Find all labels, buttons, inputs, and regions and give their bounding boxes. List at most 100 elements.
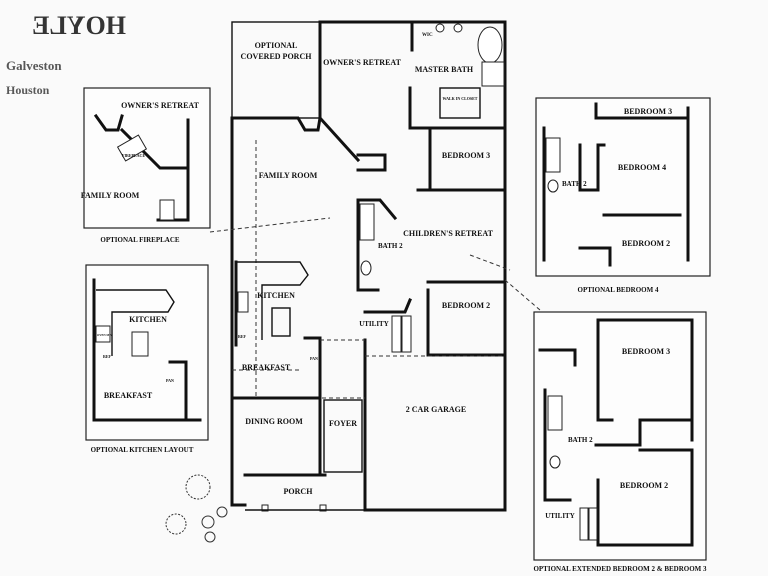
foyer-tile	[323, 399, 363, 473]
label-bedroom2: BEDROOM 2	[442, 301, 490, 310]
inset-kitchen-pan: PAN	[166, 378, 174, 383]
inset-ext-bedroom2: BEDROOM 2	[620, 481, 668, 490]
sink-2	[453, 23, 463, 33]
inset-ext-utility: UTILITY	[545, 512, 575, 520]
inset-fireplace-box	[116, 134, 148, 162]
plan-name: HOYLE	[32, 11, 126, 40]
inset-fireplace-owners: OWNER'S RETREAT	[121, 101, 200, 110]
wall-children	[356, 198, 398, 221]
inset-kitchen-pantry	[168, 360, 188, 422]
inset-kitchen-label: KITCHEN	[129, 315, 167, 324]
main-plan: OPTIONAL COVERED PORCH OWNER'S RETREAT M…	[230, 20, 507, 512]
inset-fireplace-bath	[159, 199, 175, 221]
label-garage: 2 CAR GARAGE	[406, 405, 466, 414]
shrub-2	[165, 513, 187, 535]
wall-utility	[363, 298, 412, 314]
plan-subtitle: Galveston	[6, 58, 62, 73]
label-porch: PORCH	[284, 487, 314, 496]
inset-optional-bedroom4: BEDROOM 3 BEDROOM 4 BATH 2 BEDROOM 2 OPT…	[535, 97, 711, 294]
inset-optional-kitchen: KITCHEN BREAKFAST OVEN MW REF PAN OPTION…	[85, 264, 209, 454]
label-owners-retreat: OWNER'S RETREAT	[323, 58, 402, 67]
inset-bed4-frame	[535, 97, 711, 277]
wall-owners-retreat	[317, 115, 361, 163]
shrub-5	[216, 506, 228, 518]
label-breakfast: BREAKFAST	[242, 363, 291, 372]
inset-kitchen-counter	[96, 289, 175, 356]
wall-bath2	[356, 198, 380, 292]
landscape-shrubs	[165, 474, 228, 543]
porch-column-2	[319, 504, 327, 512]
inset-fireplace-caption: OPTIONAL FIREPLACE	[100, 236, 179, 244]
shrub-3	[201, 515, 215, 529]
inset-bed4-caption: OPTIONAL BEDROOM 4	[578, 286, 659, 294]
shrub-1	[185, 474, 211, 500]
label-kitchen: KITCHEN	[257, 291, 295, 300]
inset-ext-wall-4	[543, 388, 572, 502]
inset-ext-frame	[533, 311, 707, 561]
inset-bed4-toilet	[547, 179, 559, 193]
callout-fireplace	[209, 217, 331, 233]
master-tub	[477, 26, 503, 64]
inset-ext-tub	[547, 395, 563, 431]
inset-ext-bath2: BATH 2	[568, 436, 593, 444]
label-ref: REF	[238, 334, 247, 339]
wall-master-bath	[408, 86, 507, 130]
plan-title: HOYLE Galveston Houston	[6, 11, 126, 97]
bath2-tub	[359, 203, 375, 241]
master-closet	[439, 87, 481, 119]
inset-ext-wall-2	[538, 348, 577, 367]
label-pan: PAN	[310, 356, 318, 361]
bath2-toilet	[360, 260, 372, 276]
inset-bed4-tub	[545, 137, 561, 173]
inset-ext-wall-6	[638, 448, 694, 547]
kitchen-counter	[236, 261, 309, 340]
inset-ext-wall-7	[596, 478, 694, 547]
inset-optional-extended: BEDROOM 3 BATH 2 BEDROOM 2 UTILITY OPTIO…	[533, 311, 707, 573]
label-utility: UTILITY	[359, 320, 389, 328]
label-foyer: FOYER	[329, 419, 357, 428]
label-master-bath: MASTER BATH	[415, 65, 474, 74]
callout-extended	[504, 279, 541, 311]
wall-fireplace	[356, 153, 387, 172]
inset-kitchen-breakfast: BREAKFAST	[104, 391, 153, 400]
label-walk-in-closet: WALK IN CLOSET	[443, 96, 478, 101]
label-dining-room: DINING ROOM	[245, 417, 303, 426]
inset-ext-toilet	[549, 455, 561, 469]
shrub-4	[204, 531, 216, 543]
inset-bed4-bedroom4: BEDROOM 4	[618, 163, 666, 172]
inset-fireplace-family: FAMILY ROOM	[81, 191, 140, 200]
master-shower	[481, 61, 505, 87]
inset-ext-wall-3	[596, 318, 614, 422]
callout-bedroom4	[469, 254, 511, 271]
utility-washer	[391, 315, 402, 353]
label-family-room: FAMILY ROOM	[259, 171, 318, 180]
wall-bed3-top	[416, 126, 432, 192]
inset-kitchen-ref: REF	[103, 354, 112, 359]
inset-optional-fireplace: OWNER'S RETREAT FIREPLACE FAMILY ROOM OP…	[81, 87, 211, 244]
wall-bed2-left	[426, 288, 507, 357]
inset-ext-wall-1	[596, 318, 694, 442]
plan-sub2: Houston	[6, 83, 50, 97]
stove	[237, 291, 249, 313]
inset-kitchen-oven-label: OVEN MW	[97, 333, 112, 337]
inset-kitchen-caption: OPTIONAL KITCHEN LAYOUT	[91, 446, 194, 454]
inset-ext-dryer	[588, 507, 598, 541]
inset-kitchen-oven	[95, 325, 111, 343]
inset-bed4-wall-1	[594, 102, 690, 120]
label-wic: WIC	[422, 33, 433, 38]
inset-kitchen-island	[131, 331, 149, 357]
inset-ext-bedroom3: BEDROOM 3	[622, 347, 670, 356]
inset-ext-washer	[579, 507, 589, 541]
sink-1	[435, 23, 445, 33]
inset-ext-wall-5	[594, 418, 694, 447]
inset-bed4-bedroom3: BEDROOM 3	[624, 107, 672, 116]
inset-ext-caption: OPTIONAL EXTENDED BEDROOM 2 & BEDROOM 3	[533, 565, 707, 573]
label-optional-covered-porch: OPTIONAL	[255, 41, 298, 50]
kitchen-island	[271, 307, 291, 337]
inset-fireplace-label: FIREPLACE	[122, 153, 145, 158]
utility-dryer	[401, 315, 412, 353]
exterior-wall-west	[230, 116, 247, 507]
optional-covered-porch	[231, 21, 321, 119]
wall-pantry	[303, 336, 322, 397]
